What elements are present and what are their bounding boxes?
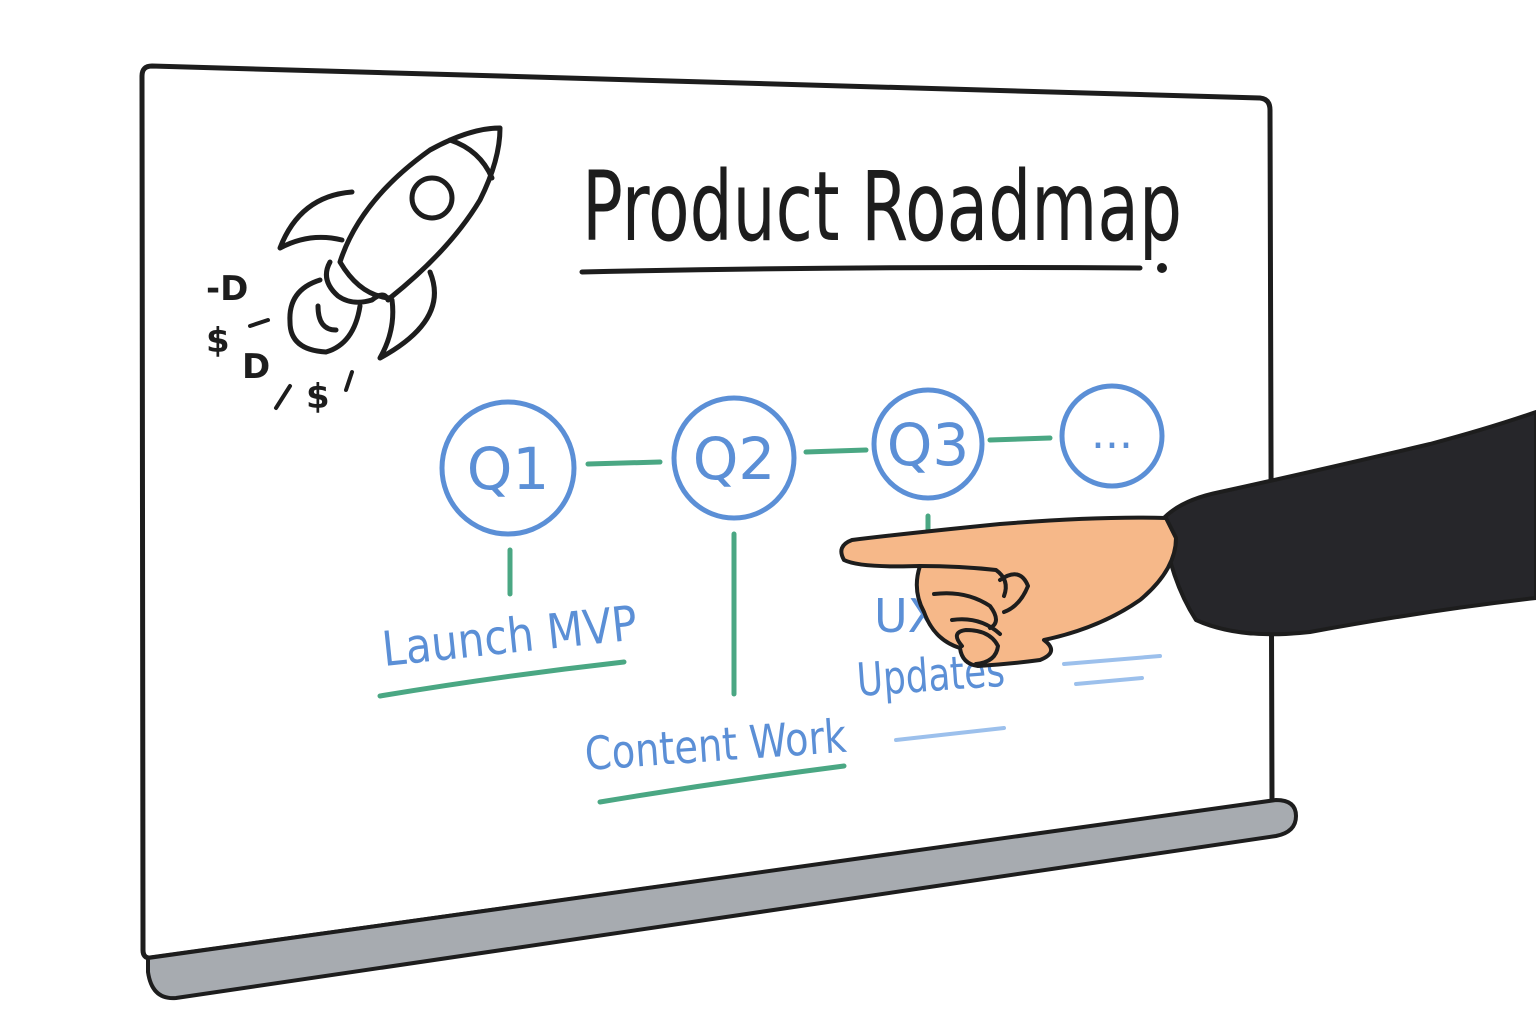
milestone-label: Q1 <box>467 435 550 503</box>
scribble-3: D <box>242 347 270 387</box>
timeline-connectors <box>507 435 1053 697</box>
connector-q1-q2 <box>585 459 663 467</box>
title-underline <box>579 265 1143 275</box>
pointing-hand-icon <box>839 410 1536 668</box>
connector-q3-more <box>987 435 1053 443</box>
rocket-icon <box>277 125 503 361</box>
milestone-label: Q3 <box>887 411 970 479</box>
milestone-label: Q2 <box>693 425 776 493</box>
milestone-q2: Q2 <box>671 395 797 521</box>
scribble-2: $ <box>206 321 230 361</box>
connector-q2-q3 <box>803 447 869 455</box>
milestone-more: ... <box>1059 383 1165 489</box>
task-underline-q1 <box>377 659 627 699</box>
scribble-4: $ <box>306 377 330 417</box>
milestone-label: ... <box>1091 408 1133 459</box>
marker-tray <box>146 798 1298 1001</box>
roadmap-title: Product Roadmap <box>582 151 1182 263</box>
milestone-q1: Q1 <box>439 399 577 537</box>
exhaust-scribbles: -D $ D $ <box>206 269 354 417</box>
title-dot <box>1157 263 1167 273</box>
scribble-1: -D <box>206 269 248 309</box>
milestone-q3: Q3 <box>871 387 985 501</box>
task-underline-q2 <box>597 763 847 805</box>
q3-notes-lines <box>894 654 1162 742</box>
hand <box>839 515 1178 668</box>
